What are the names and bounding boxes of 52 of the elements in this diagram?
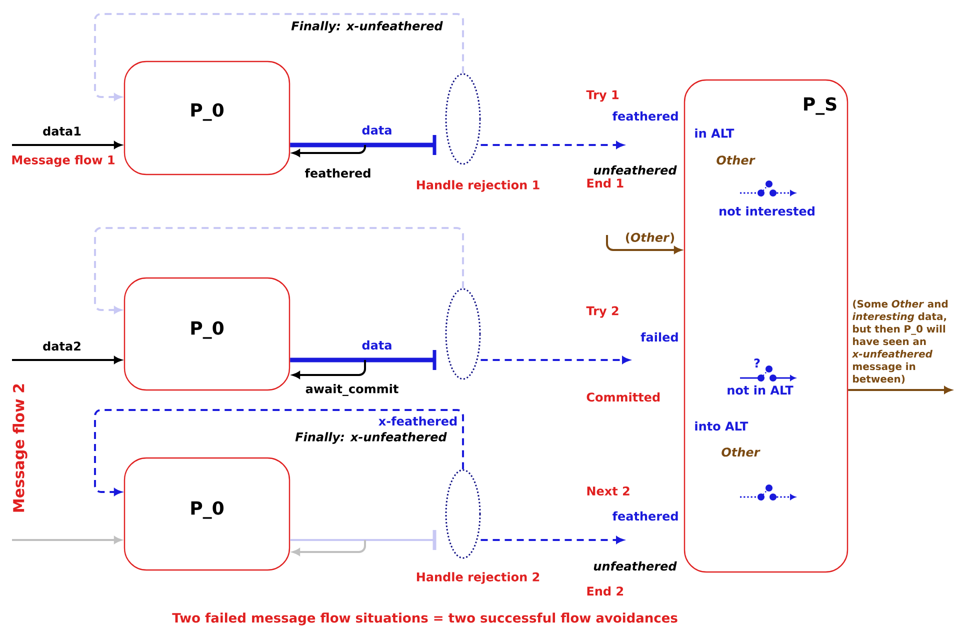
arrow [606, 235, 682, 254]
arrow [292, 360, 366, 379]
arrow [94, 409, 464, 496]
process-box: P_0 [124, 457, 290, 571]
arrow [480, 141, 624, 149]
arrow [94, 13, 464, 101]
caption: Two failed message flow situations = two successful flow avoidances [172, 612, 678, 626]
arrow [292, 145, 366, 157]
handle-label: Handle rejection 2 [416, 572, 540, 584]
dotted-ellipse [445, 73, 481, 165]
arrow [292, 540, 366, 556]
dotted-ellipse [445, 469, 481, 559]
edge-label: await_commit [303, 382, 401, 398]
edge-label: Finally: x-unfeathered [289, 19, 445, 35]
edge-label: feathered [302, 166, 374, 180]
text-label: Next 2 [587, 486, 630, 496]
edge-label: data [360, 123, 394, 137]
text-label: Message flow 1 [12, 155, 114, 167]
process-box: P_0 [124, 60, 290, 176]
edge-label: (Some Other and interesting data, but then P_0 will have seen an x-unfeathered message in between) [851, 298, 956, 385]
dotted-ellipse [445, 288, 481, 380]
text-label: Other [716, 155, 756, 165]
text-label: End 2 [587, 586, 624, 596]
edge-label: data1 [40, 124, 84, 138]
text-label: not interested [720, 206, 814, 216]
text-label: in ALT [695, 128, 734, 138]
arrow [290, 350, 436, 370]
text-label: Committed [586, 392, 660, 402]
process-box: P_0 [124, 277, 290, 391]
edge-label: (Other) [622, 230, 678, 246]
text-label: End 1 [587, 178, 624, 188]
arrow [12, 356, 122, 364]
arrow [12, 141, 122, 149]
arrow [848, 386, 952, 394]
arrow [290, 530, 436, 550]
handle-label: Handle rejection 1 [416, 180, 540, 192]
text-label: Message flow 2 [12, 384, 28, 512]
arrow [94, 227, 464, 314]
arrow [290, 135, 436, 155]
edge-label: data [360, 338, 394, 352]
text-label: Try 1 [586, 90, 619, 102]
edge-label: data2 [40, 339, 84, 353]
text-label: into ALT [695, 421, 748, 431]
arrow [480, 356, 630, 364]
text-label: Try 2 [586, 306, 618, 318]
text-label: Finally: x-unfeathered [295, 432, 447, 444]
arrow [12, 536, 122, 544]
text-label: not in ALT [728, 385, 794, 395]
text-label: Other [722, 447, 760, 457]
arrow [480, 536, 624, 544]
text-label: ? [754, 358, 760, 368]
edge-label: x-feathered [376, 414, 460, 428]
